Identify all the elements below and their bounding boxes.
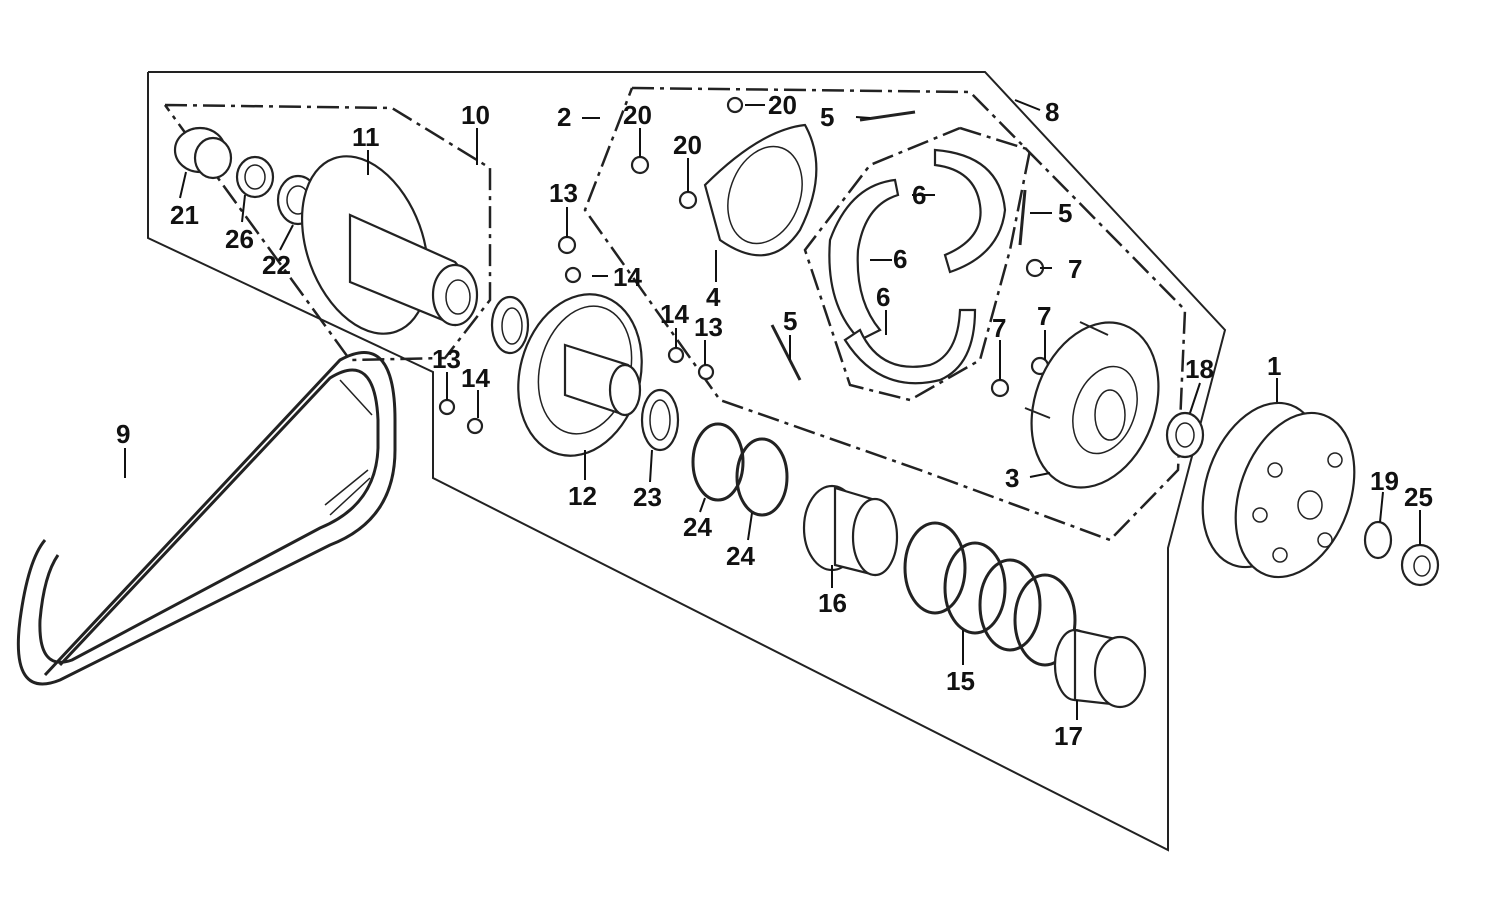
o-ring-24b xyxy=(735,437,789,517)
callout-2: 2 xyxy=(557,102,571,132)
callout-22: 22 xyxy=(262,250,291,280)
callout-labels: 1 2 3 4 5 5 5 6 6 6 7 7 7 8 9 10 11 12 1… xyxy=(116,90,1433,751)
seal-near-11 xyxy=(490,295,530,355)
spring-15 xyxy=(903,521,1077,667)
o-ring-24a xyxy=(691,422,745,502)
nut-20-b xyxy=(678,190,698,210)
nut-20-c xyxy=(726,96,744,114)
callout-7-b: 7 xyxy=(1037,301,1051,331)
callout-7-a: 7 xyxy=(1068,254,1082,284)
callout-17: 17 xyxy=(1054,721,1083,751)
callout-20-b: 20 xyxy=(673,130,702,160)
callout-26: 26 xyxy=(225,224,254,254)
nut-18 xyxy=(1165,411,1205,459)
clutch-housing-1 xyxy=(1201,401,1356,579)
collar-21 xyxy=(173,126,233,180)
callout-5-right: 5 xyxy=(1058,198,1072,228)
pin-13-mid-top xyxy=(557,235,577,255)
callout-23: 23 xyxy=(633,482,662,512)
callout-14-top: 14 xyxy=(613,262,642,292)
collar-17 xyxy=(1053,628,1147,709)
callout-20-c: 20 xyxy=(768,90,797,120)
spring-5-right xyxy=(1018,189,1027,246)
callout-7-c: 7 xyxy=(992,313,1006,343)
pin-13-left xyxy=(438,398,456,416)
callout-18: 18 xyxy=(1185,354,1214,384)
callout-9: 9 xyxy=(116,419,130,449)
collar-16 xyxy=(802,484,899,577)
clutch-shoe-group-outline xyxy=(803,126,1032,402)
callout-5-top: 5 xyxy=(820,102,834,132)
movable-face-12 xyxy=(517,293,643,457)
leader-lines xyxy=(124,99,1421,720)
driven-pulley-subassembly-outline xyxy=(163,103,492,362)
callout-16: 16 xyxy=(818,588,847,618)
drive-plate-3 xyxy=(1024,321,1160,489)
callout-5-left: 5 xyxy=(783,306,797,336)
callout-24-a: 24 xyxy=(683,512,712,542)
callout-20-a: 20 xyxy=(623,100,652,130)
seal-23 xyxy=(640,388,680,452)
callout-6-mid: 6 xyxy=(893,244,907,274)
callout-10: 10 xyxy=(461,100,490,130)
pin-14-mid xyxy=(667,346,685,364)
pin-14-left xyxy=(466,417,484,435)
callout-6-top: 6 xyxy=(912,180,926,210)
pin-14-mid-top xyxy=(564,266,582,284)
callout-1: 1 xyxy=(1267,351,1281,381)
driven-face-11 xyxy=(300,155,479,335)
callout-8: 8 xyxy=(1045,97,1059,127)
spring-5-left xyxy=(770,324,802,381)
callout-15: 15 xyxy=(946,666,975,696)
callout-13-mid: 13 xyxy=(694,312,723,342)
callout-6-bottom: 6 xyxy=(876,282,890,312)
callout-11: 11 xyxy=(352,122,380,152)
nut-20-a xyxy=(630,155,650,175)
callout-25: 25 xyxy=(1404,482,1433,512)
outer-assembly-outline xyxy=(147,71,1227,852)
clutch-shoes-6 xyxy=(828,148,1007,385)
nut-25 xyxy=(1400,543,1440,587)
callout-4: 4 xyxy=(706,282,721,312)
drive-belt xyxy=(16,351,397,686)
callout-3: 3 xyxy=(1005,463,1019,493)
callout-13-left: 13 xyxy=(432,344,461,374)
callout-13-top: 13 xyxy=(549,178,578,208)
nut-7-c xyxy=(990,378,1010,398)
callout-19: 19 xyxy=(1370,466,1399,496)
callout-24-b: 24 xyxy=(726,541,755,571)
callout-14-mid: 14 xyxy=(660,299,689,329)
pin-13-mid xyxy=(697,363,715,381)
callout-21: 21 xyxy=(170,200,199,230)
seal-26 xyxy=(235,155,275,199)
callout-14-left: 14 xyxy=(461,363,490,393)
washer-19 xyxy=(1363,520,1393,560)
callout-12: 12 xyxy=(568,481,597,511)
plate-4 xyxy=(703,123,818,257)
